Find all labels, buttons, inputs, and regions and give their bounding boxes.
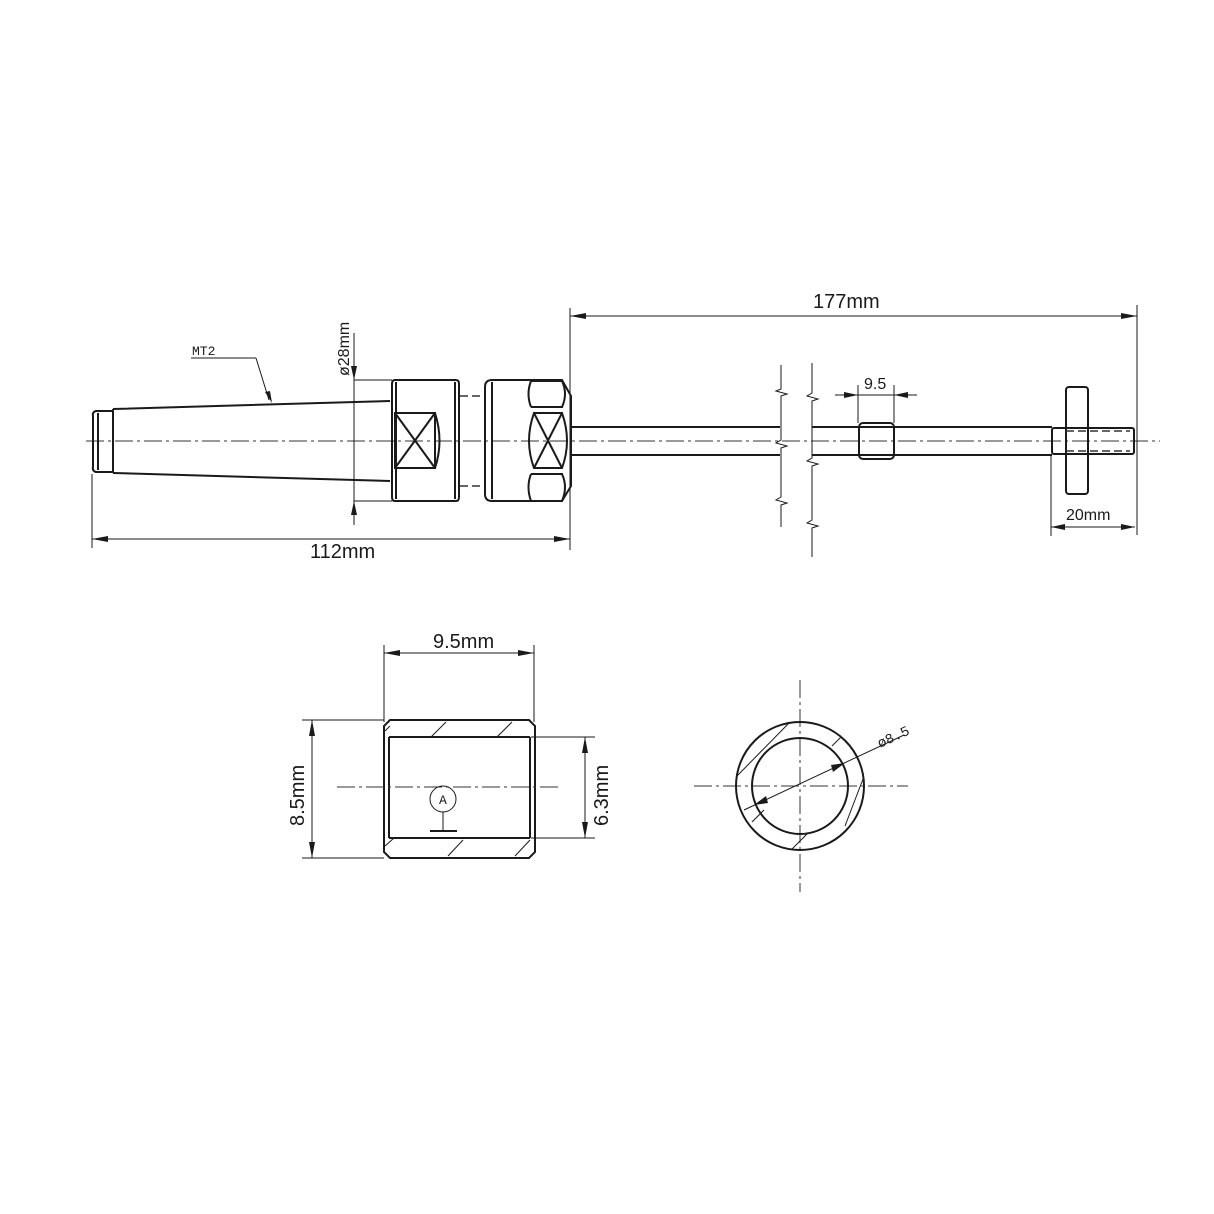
morse-taper-shank <box>91 400 391 482</box>
overall-right-label: 177mm <box>813 291 880 313</box>
overall-left-dimension: 112mm <box>91 474 570 563</box>
diameter-28-dimension: ø28mm <box>336 322 392 525</box>
overall-left-label: 112mm <box>310 541 375 563</box>
outer-circle <box>735 721 865 851</box>
end-diameter-label: ø8.5 <box>875 724 912 753</box>
nut-diameter-label: ø28mm <box>336 322 353 376</box>
datum-label: A <box>439 793 447 808</box>
sleeve <box>858 422 895 460</box>
sleeve-width-dimension: 9.5 <box>835 376 917 423</box>
overall-right-dimension: 177mm <box>569 291 1138 550</box>
hex-nut <box>484 379 572 502</box>
thumbwheel <box>1051 386 1135 495</box>
section-width-label: 9.5mm <box>433 631 494 653</box>
end-view-hatching <box>736 721 864 850</box>
break-lines <box>774 363 820 557</box>
diameter-leader <box>743 734 905 811</box>
collet-body <box>391 379 460 502</box>
end-view: ø8.5 <box>694 680 913 892</box>
mt2-leader: MT2 <box>191 344 272 403</box>
outer-height-label: 8.5mm <box>287 765 309 826</box>
taper-label: MT2 <box>192 344 215 359</box>
rod-right <box>812 426 1052 456</box>
section-hatching <box>384 721 531 857</box>
sleeve-section-outer <box>383 719 536 859</box>
thumbwheel-length-label: 20mm <box>1066 507 1110 524</box>
inner-height-label: 6.3mm <box>591 765 613 826</box>
sleeve-width-label: 9.5 <box>864 376 886 393</box>
thumbwheel-length-dimension: 20mm <box>1050 455 1135 536</box>
main-view: MT2 ø28mm <box>86 291 1160 563</box>
rod-left <box>571 426 780 456</box>
datum-a-symbol: A <box>429 785 457 832</box>
section-view: 9.5mm A 8.5mm <box>287 631 613 859</box>
inner-circle <box>751 737 849 835</box>
